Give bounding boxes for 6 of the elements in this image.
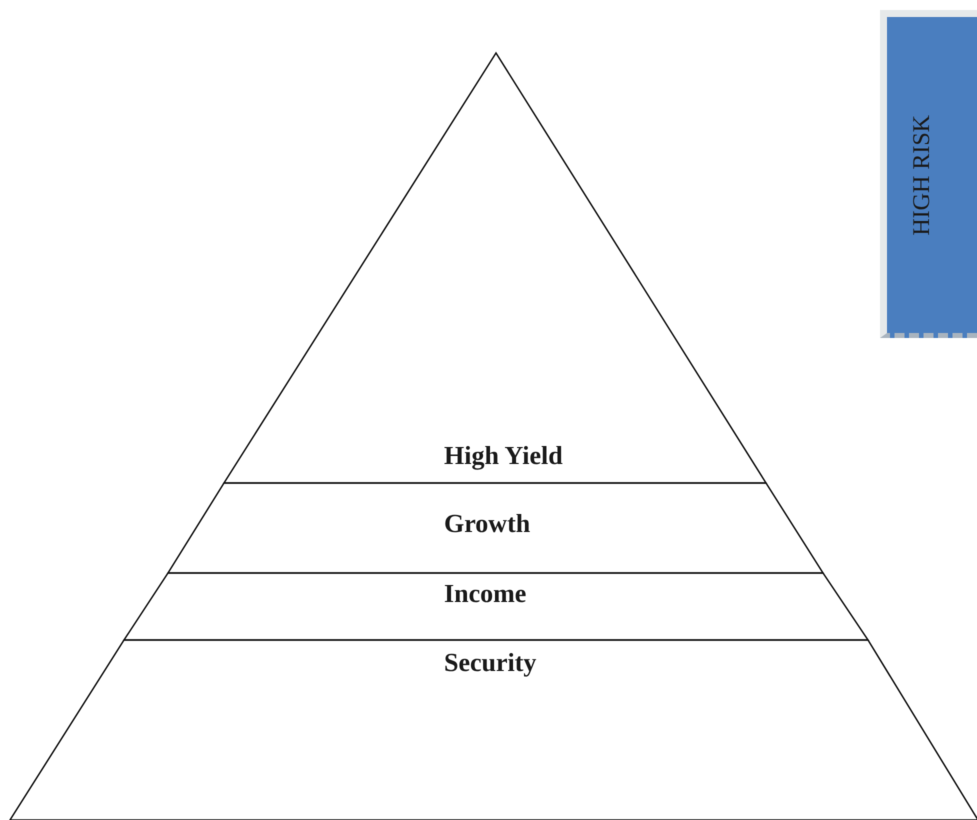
layer-label: Security	[444, 650, 536, 676]
risk-label: HIGH RISK	[908, 114, 936, 236]
layer-label: High Yield	[444, 443, 563, 469]
layer-label: Income	[444, 581, 526, 607]
risk-panel	[880, 10, 977, 338]
layer-label: Growth	[444, 511, 530, 537]
